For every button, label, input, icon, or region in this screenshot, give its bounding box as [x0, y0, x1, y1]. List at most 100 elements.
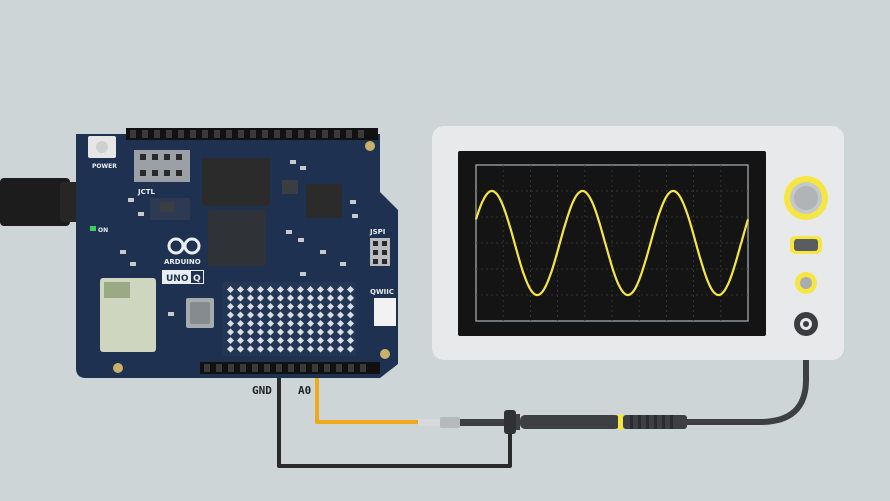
- led-dot: [236, 328, 245, 336]
- led-dot: [236, 285, 245, 294]
- bottom-header-pins: [204, 364, 366, 372]
- led-dot: [256, 345, 265, 353]
- led-dot: [346, 319, 355, 328]
- led-dot: [286, 345, 295, 353]
- jspi-label: JSPI: [369, 228, 385, 236]
- led-dot: [266, 294, 275, 302]
- led-dot: [316, 319, 325, 328]
- led-dot: [236, 319, 245, 328]
- led-dot: [246, 319, 255, 328]
- sine-waveform: [474, 189, 750, 297]
- led-dot: [256, 285, 265, 294]
- led-dot: [266, 328, 275, 336]
- arduino-board: POWER ON JCTL ARDUINO UNO Q: [76, 128, 398, 378]
- qwiic-label: QWIIC: [370, 288, 394, 296]
- led-dot: [276, 311, 285, 319]
- led-dot: [276, 285, 285, 294]
- led-dot: [266, 336, 275, 345]
- led-dot: [336, 294, 345, 302]
- led-dot: [326, 336, 335, 345]
- a0-pin-label: A0: [298, 384, 311, 397]
- led-matrix: [222, 282, 356, 356]
- led-dot: [266, 311, 275, 319]
- led-dot: [256, 294, 265, 302]
- led-dot: [276, 319, 285, 328]
- led-dot: [276, 302, 285, 311]
- processor-chip: [202, 158, 270, 206]
- led-dot: [246, 328, 255, 336]
- led-dot: [306, 328, 315, 336]
- led-dot: [316, 302, 325, 311]
- led-dot: [296, 319, 305, 328]
- led-dot: [256, 319, 265, 328]
- ground-wire: [277, 370, 512, 468]
- led-dot: [236, 336, 245, 345]
- led-dot: [246, 294, 255, 302]
- led-dot: [276, 345, 285, 353]
- led-dot: [246, 311, 255, 319]
- led-dot: [296, 302, 305, 311]
- power-label: POWER: [92, 163, 117, 170]
- led-dot: [226, 328, 235, 336]
- led-dot: [276, 336, 285, 345]
- led-dot: [226, 336, 235, 345]
- memory-chip: [208, 210, 266, 266]
- led-dot: [346, 285, 355, 294]
- led-dot: [306, 311, 315, 319]
- probe-accent-ring: [618, 414, 623, 430]
- led-dot: [276, 328, 285, 336]
- led-dot: [286, 302, 295, 311]
- led-dot: [236, 294, 245, 302]
- led-dot: [346, 311, 355, 319]
- led-dot: [326, 311, 335, 319]
- arduino-logo: ARDUINO: [164, 237, 201, 266]
- oscilloscope: [432, 126, 844, 360]
- top-header-pins: [130, 130, 364, 138]
- led-dot: [226, 294, 235, 302]
- led-dot: [336, 336, 345, 345]
- led-dot: [336, 311, 345, 319]
- led-dot: [296, 311, 305, 319]
- led-dot: [346, 302, 355, 311]
- led-dot: [226, 319, 235, 328]
- led-dot: [296, 345, 305, 353]
- led-dot: [336, 345, 345, 353]
- led-dot: [296, 294, 305, 302]
- led-dot: [256, 302, 265, 311]
- logo-text: ARDUINO: [164, 258, 201, 266]
- led-dot: [256, 336, 265, 345]
- led-dot: [336, 285, 345, 294]
- led-dot: [266, 285, 275, 294]
- led-dot: [306, 302, 315, 311]
- qwiic-connector: [374, 298, 396, 326]
- led-dot: [316, 345, 325, 353]
- signal-wire-a0: [315, 372, 420, 424]
- led-dot: [276, 294, 285, 302]
- led-dot: [346, 345, 355, 353]
- led-dot: [256, 311, 265, 319]
- led-dot: [336, 319, 345, 328]
- on-led: [90, 226, 96, 231]
- led-dot: [326, 328, 335, 336]
- led-dot: [326, 345, 335, 353]
- led-dot: [296, 285, 305, 294]
- led-dot: [286, 328, 295, 336]
- led-dot: [246, 345, 255, 353]
- led-dot: [326, 285, 335, 294]
- microcontroller-chip: [306, 184, 342, 218]
- led-dot: [326, 319, 335, 328]
- led-dot: [346, 294, 355, 302]
- led-dot: [286, 311, 295, 319]
- mounting-hole: [380, 349, 390, 359]
- jctl-label: JCTL: [137, 188, 156, 196]
- led-dot: [306, 345, 315, 353]
- led-dot: [326, 294, 335, 302]
- led-dot: [306, 285, 315, 294]
- led-dot: [316, 336, 325, 345]
- led-dot: [226, 345, 235, 353]
- led-dot: [316, 285, 325, 294]
- led-dot: [346, 336, 355, 345]
- led-dot: [236, 302, 245, 311]
- led-dot: [286, 336, 295, 345]
